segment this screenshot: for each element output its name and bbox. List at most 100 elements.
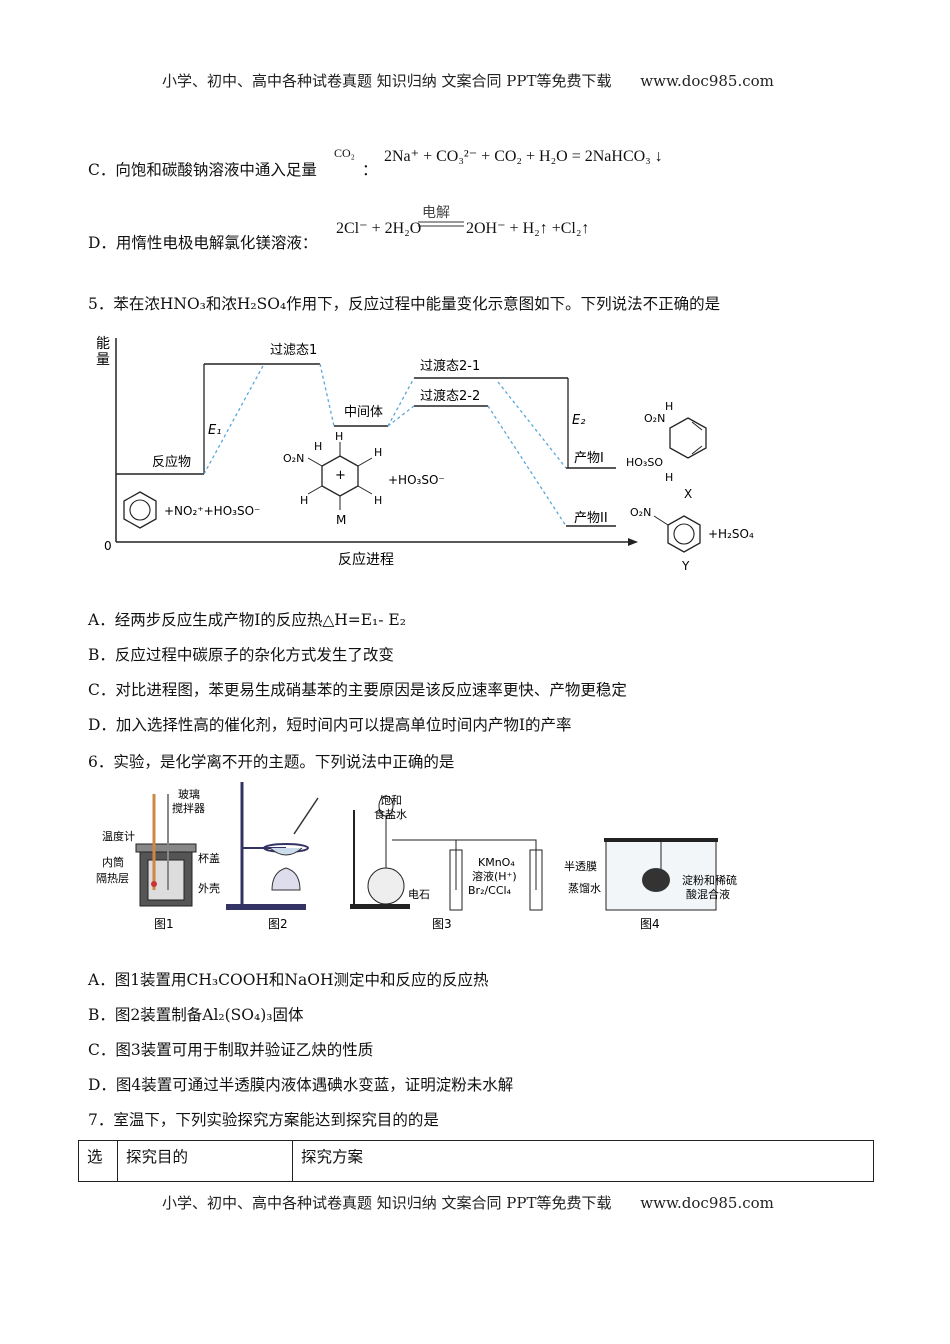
q4-option-c-gas: CO₂ xyxy=(334,146,355,160)
page-header: 小学、初中、高中各种试卷真题 知识归纳 文案合同 PPT等免费下载 www.do… xyxy=(162,70,774,91)
q6-option-a: A．图1装置用CH₃COOH和NaOH测定中和反应的反应热 xyxy=(88,971,489,989)
q6-stem: 6．实验，是化学离不开的主题。下列说法中正确的是 xyxy=(88,753,455,771)
svg-text:HO₃SO: HO₃SO xyxy=(626,456,663,469)
svg-text:H: H xyxy=(374,446,382,459)
page-footer: 小学、初中、高中各种试卷真题 知识归纳 文案合同 PPT等免费下载 www.do… xyxy=(162,1192,774,1213)
q4-option-d-rhs: 2OH⁻ + H₂↑ +Cl₂↑ xyxy=(466,220,590,237)
label-intermediate: 中间体 xyxy=(344,405,383,420)
label-ts2-1: 过渡态2-1 xyxy=(420,358,480,374)
svg-text:溶液(H⁺): 溶液(H⁺) xyxy=(472,869,517,883)
fig2-caption: 图2 xyxy=(268,917,288,931)
svg-text:Br₂/CCl₄: Br₂/CCl₄ xyxy=(468,884,512,897)
svg-text:H: H xyxy=(314,440,322,453)
fig1-caption: 图1 xyxy=(154,917,174,931)
svg-text:H: H xyxy=(665,471,673,484)
fig3-caption: 图3 xyxy=(432,917,452,931)
q4-option-c-sep: ： xyxy=(362,161,378,179)
label-product2: 产物II xyxy=(574,511,608,526)
path-ts22-product2 xyxy=(487,405,567,527)
fig2-evaporation xyxy=(226,782,319,910)
q7-table-header-row: 选 探究目的 探究方案 xyxy=(78,1140,874,1182)
svg-text:H: H xyxy=(300,494,308,507)
fig4-caption: 图4 xyxy=(640,917,660,931)
header-text: 小学、初中、高中各种试卷真题 知识归纳 文案合同 PPT等免费下载 xyxy=(162,72,612,90)
q4-option-d: D．用惰性电极电解氯化镁溶液： xyxy=(88,234,318,252)
svg-text:O₂N: O₂N xyxy=(644,412,665,425)
q5-option-d: D．加入选择性高的催化剂，短时间内可以提高单位时间内产物Ⅰ的产率 xyxy=(88,716,572,734)
origin-label: 0 xyxy=(104,539,112,553)
path-ts1-intermediate xyxy=(319,363,335,427)
footer-url: www.doc985.com xyxy=(640,1194,774,1212)
svg-text:H: H xyxy=(374,494,382,507)
path-intermediate-ts22 xyxy=(387,405,415,427)
label-ts1: 过滤态1 xyxy=(270,343,317,358)
svg-text:H: H xyxy=(335,430,343,443)
q7-col-purpose: 探究目的 xyxy=(117,1140,293,1182)
q6-figures: 温度计 玻璃 搅拌器 杯盖 内筒 隔热层 外壳 图1 图2 饱和 食盐水 电石 … xyxy=(96,782,737,931)
fig4-dialysis xyxy=(604,838,718,911)
svg-text:KMnO₄: KMnO₄ xyxy=(478,856,515,869)
y-axis-label-1: 能 xyxy=(96,336,110,352)
svg-text:O₂N: O₂N xyxy=(630,506,651,519)
svg-text:外壳: 外壳 xyxy=(198,881,220,895)
svg-text:玻璃: 玻璃 xyxy=(178,787,200,801)
svg-text:饱和: 饱和 xyxy=(380,793,402,807)
q6-option-c: C．图3装置可用于制取并验证乙炔的性质 xyxy=(88,1041,374,1059)
q7-col-option: 选 xyxy=(78,1140,118,1182)
fig3-acetylene-apparatus xyxy=(350,795,543,911)
q4-option-c-equation: 2Na⁺ + CO₃²⁻ + CO₂ + H₂O = 2NaHCO₃ ↓ xyxy=(384,148,663,165)
x-axis-arrow xyxy=(628,538,638,546)
path-reactant-ts1 xyxy=(203,363,265,475)
q6-option-b: B．图2装置制备Al₂(SO₄)₃固体 xyxy=(88,1006,304,1024)
reactant-formula: +NO₂⁺+HO₃SO⁻ xyxy=(164,504,260,518)
header-url: www.doc985.com xyxy=(640,72,774,90)
svg-text:内筒: 内筒 xyxy=(102,855,124,869)
product-y-label: Y xyxy=(681,559,690,573)
q4-option-c: C．向饱和碳酸钠溶液中通入足量 xyxy=(88,161,317,179)
svg-text:搅拌器: 搅拌器 xyxy=(172,801,205,815)
q7-stem: 7．室温下，下列实验探究方案能达到探究目的的是 xyxy=(88,1111,439,1129)
q5-option-c: C．对比进程图，苯更易生成硝基苯的主要原因是该反应速率更快、产物更稳定 xyxy=(88,681,627,699)
q6-option-d: D．图4装置可通过半透膜内液体遇碘水变蓝，证明淀粉未水解 xyxy=(88,1076,514,1094)
product-y-formula: +H₂SO₄ xyxy=(708,527,754,541)
intermediate-formula: +HO₃SO⁻ xyxy=(388,473,445,487)
label-product1: 产物I xyxy=(574,451,604,466)
q5-option-a: A．经两步反应生成产物I的反应热△H=E₁- E₂ xyxy=(88,611,406,629)
q5-option-b: B．反应过程中碳原子的杂化方式发生了改变 xyxy=(88,646,394,664)
svg-text:+: + xyxy=(335,468,346,483)
label-reactant: 反应物 xyxy=(152,454,191,470)
svg-text:淀粉和稀硫: 淀粉和稀硫 xyxy=(682,873,737,887)
footer-text: 小学、初中、高中各种试卷真题 知识归纳 文案合同 PPT等免费下载 xyxy=(162,1194,612,1212)
intermediate-m-structure: + xyxy=(307,442,373,510)
svg-text:H: H xyxy=(665,400,673,413)
path-intermediate-ts21 xyxy=(387,377,415,427)
q4-option-d-lhs: 2Cl⁻ + 2H₂O xyxy=(336,220,422,237)
svg-text:食盐水: 食盐水 xyxy=(374,807,407,821)
svg-text:O₂N: O₂N xyxy=(283,452,304,465)
product-y-structure xyxy=(653,515,701,553)
label-ts2-2: 过渡态2-2 xyxy=(420,388,480,404)
y-axis-label-2: 量 xyxy=(96,352,110,368)
svg-text:杯盖: 杯盖 xyxy=(198,851,220,865)
path-ts21-product1 xyxy=(497,381,567,469)
svg-text:隔热层: 隔热层 xyxy=(96,872,129,885)
q7-col-plan: 探究方案 xyxy=(292,1140,874,1182)
benzene-structure xyxy=(123,491,157,529)
q4-option-d-condition: 电解 xyxy=(422,205,450,221)
q7-table: 选 探究目的 探究方案 xyxy=(78,1140,874,1182)
q5-stem: 5．苯在浓HNO₃和浓H₂SO₄作用下，反应过程中能量变化示意图如下。下列说法不… xyxy=(88,295,721,313)
svg-text:电石: 电石 xyxy=(408,888,430,901)
svg-text:酸混合液: 酸混合液 xyxy=(686,887,730,901)
energy-diagram: 能 量 能量 0 反应进程 反应物 E₁ 过滤态1 中间体 过渡态2-1 过渡态… xyxy=(96,336,754,573)
label-e1: E₁ xyxy=(208,423,221,438)
label-e2: E₂ xyxy=(572,413,585,428)
product-x-structure xyxy=(669,417,707,459)
fig1-calorimeter xyxy=(135,794,197,907)
svg-text:温度计: 温度计 xyxy=(102,829,135,843)
svg-text:半透膜: 半透膜 xyxy=(564,859,597,873)
equals-double-line xyxy=(418,221,464,227)
svg-text:蒸馏水: 蒸馏水 xyxy=(568,881,601,895)
x-axis-label: 反应进程 xyxy=(338,551,394,568)
product-x-label: X xyxy=(684,487,692,501)
intermediate-label-m: M xyxy=(336,513,346,527)
